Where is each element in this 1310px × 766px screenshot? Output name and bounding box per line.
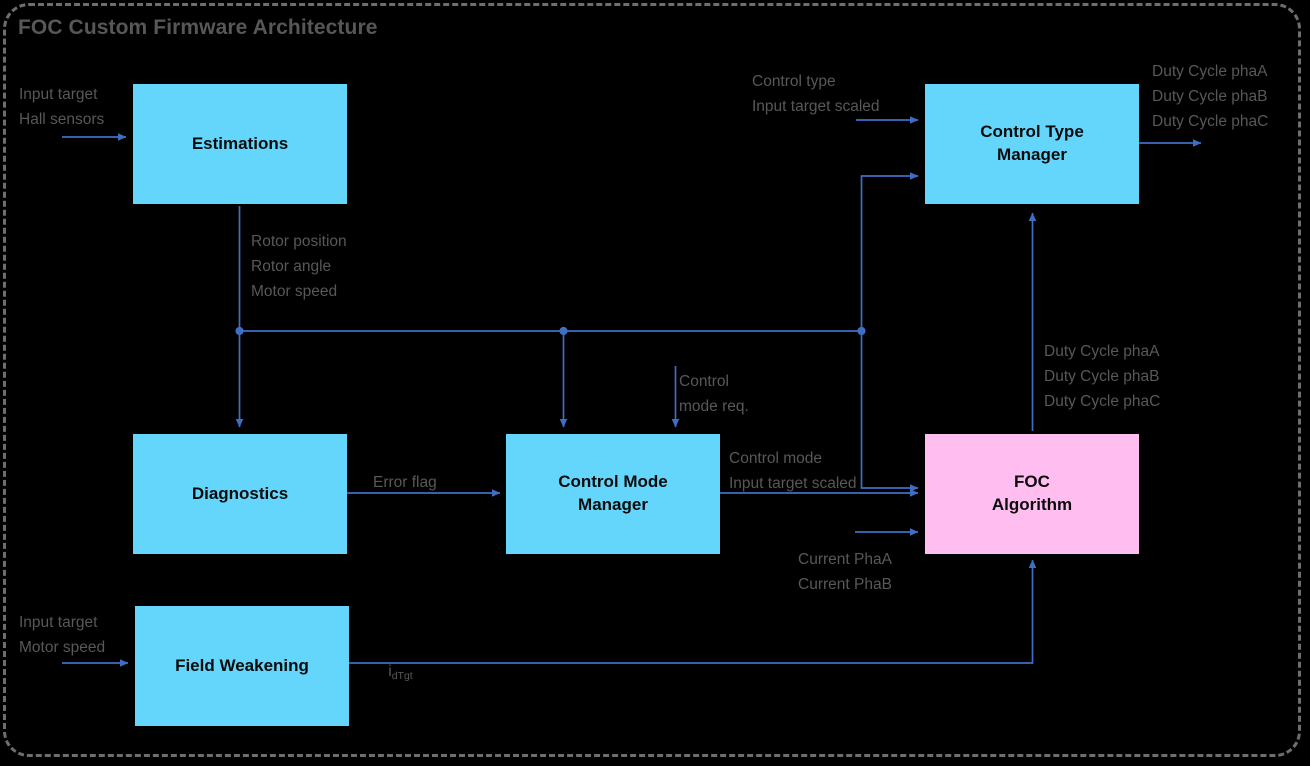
node-control-type-manager[interactable]: Control Type Manager: [925, 84, 1139, 204]
page-title: FOC Custom Firmware Architecture: [18, 16, 378, 39]
node-foc-algorithm[interactable]: FOC Algorithm: [925, 434, 1139, 554]
label-control-type-output: Duty Cycle phaA Duty Cycle phaB Duty Cyc…: [1152, 63, 1269, 131]
label-id-target-subscript: dTgt: [391, 670, 413, 683]
wire-bus-to-foc-algorithm: [860, 331, 919, 492]
label-id-target-base: i: [388, 663, 392, 681]
label-id-target: idTgt: [371, 634, 413, 709]
label-error-flag: Error flag: [373, 474, 437, 491]
label-control-mode-request: Control mode req.: [679, 373, 749, 416]
node-control-type-manager-label: Control Type Manager: [980, 122, 1084, 164]
junction-dot-control-mode-bus: [559, 326, 568, 336]
node-diagnostics-label: Diagnostics: [191, 483, 289, 503]
label-current-phases: Current PhaA Current PhaB: [798, 551, 892, 594]
label-estimations-output: Rotor position Rotor angle Motor speed: [251, 233, 347, 301]
label-foc-duty-output: Duty Cycle phaA Duty Cycle phaB Duty Cyc…: [1044, 343, 1161, 411]
node-diagnostics[interactable]: Diagnostics: [133, 434, 347, 554]
node-estimations-label: Estimations: [191, 133, 289, 153]
label-control-type-input: Control type Input target scaled: [752, 73, 880, 116]
node-control-mode-manager-label: Control Mode Manager: [558, 472, 668, 514]
node-field-weakening-label: Field Weakening: [175, 655, 309, 675]
junction-dot-estimations-bus: [235, 326, 244, 336]
wire-idtgt-to-foc: [349, 559, 1037, 664]
junction-dot-right-bus: [857, 326, 866, 336]
node-field-weakening[interactable]: Field Weakening: [135, 606, 349, 726]
node-control-mode-manager[interactable]: Control Mode Manager: [506, 434, 720, 554]
wire-bus-to-control-type-manager: [860, 172, 919, 331]
label-estimations-input: Input target Hall sensors: [19, 86, 105, 129]
label-field-weakening-input: Input target Motor speed: [19, 614, 106, 657]
label-control-mode-output: Control mode Input target scaled: [729, 450, 857, 493]
node-estimations[interactable]: Estimations: [133, 84, 347, 204]
node-foc-algorithm-label: FOC Algorithm: [991, 472, 1073, 514]
